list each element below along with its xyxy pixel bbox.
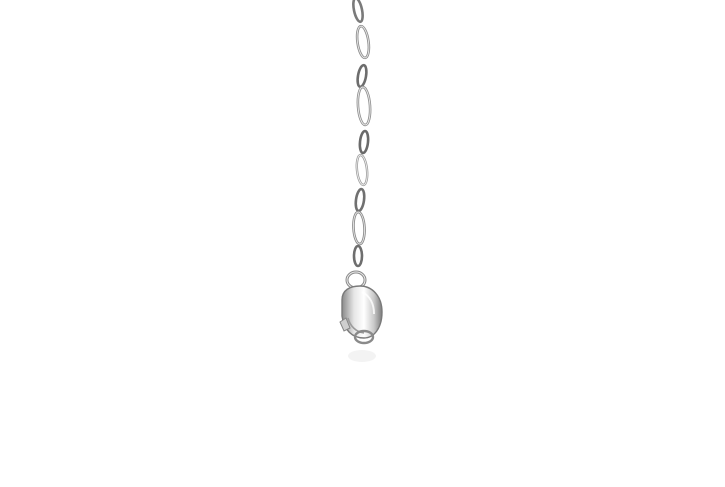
chain-link: [352, 244, 364, 268]
chain-link: [355, 24, 371, 60]
lobster-clasp: [339, 285, 383, 345]
chain-link: [356, 85, 372, 127]
clasp-reflection: [348, 350, 376, 362]
chain-link: [352, 0, 364, 24]
chain-link: [356, 63, 368, 89]
chain-link: [358, 129, 370, 155]
chain-link: [354, 187, 366, 213]
chain: [345, 0, 372, 290]
chain-link: [352, 210, 366, 246]
chain-link: [355, 153, 369, 187]
